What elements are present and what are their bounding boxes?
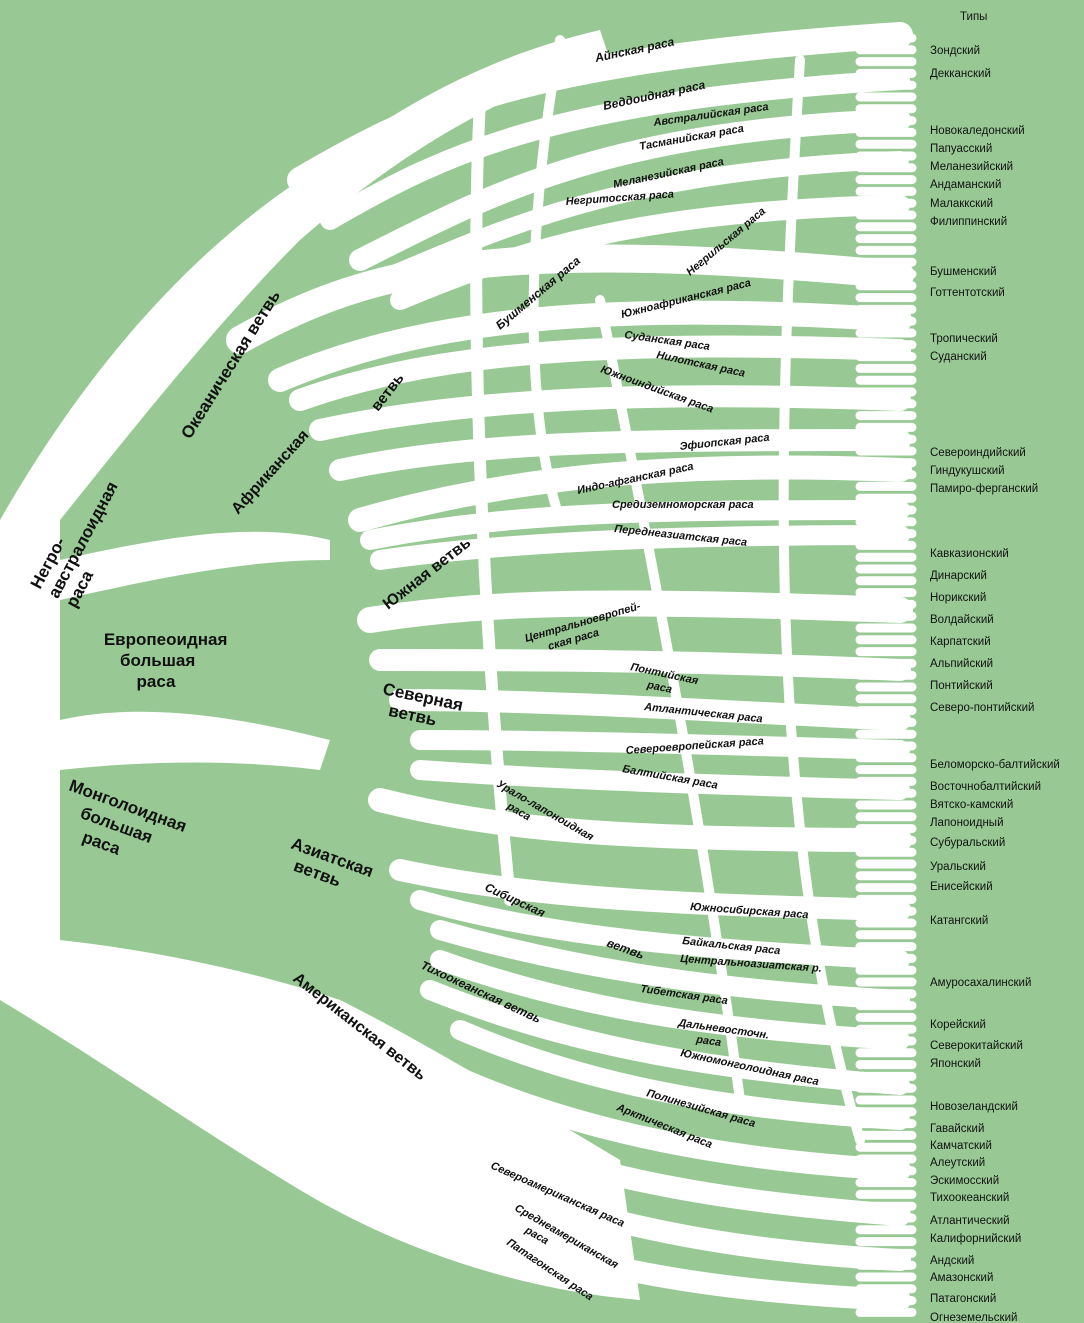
type-label: Камчатский <box>930 1140 992 1152</box>
type-label: Малаккский <box>930 198 993 210</box>
type-label: Эскимосский <box>930 1175 999 1187</box>
type-label: Волдайский <box>930 614 994 626</box>
branch-ribbon <box>778 55 865 1145</box>
type-label: Амуросахалинский <box>930 977 1031 989</box>
type-label: Новокаледонский <box>930 125 1025 137</box>
type-label: Папуасский <box>930 143 992 155</box>
type-label: Филиппинский <box>930 216 1007 228</box>
type-label: Северокитайский <box>930 1040 1023 1052</box>
type-label: Беломорско-балтийский <box>930 759 1060 771</box>
type-label: Андский <box>930 1255 974 1267</box>
branch-ribbon <box>410 730 910 760</box>
branch-ribbon <box>320 70 910 230</box>
branch-ribbon <box>528 35 565 525</box>
europe-line-3: раса <box>137 672 177 691</box>
type-label: Патагонский <box>930 1293 996 1305</box>
label-mongol-race-text: Монголоидная большая раса <box>52 776 194 879</box>
race-label-line: раса <box>694 1034 721 1050</box>
type-labels: Типы ЗондскийДекканскийНовокаледонскийПа… <box>930 11 1060 1323</box>
branch-ribbon <box>329 429 911 481</box>
type-label: Кавказионский <box>930 548 1009 560</box>
type-label: Готтентотский <box>930 287 1005 299</box>
branch-ribbon <box>348 455 912 532</box>
branch-ribbon <box>369 649 911 681</box>
type-label: Амазонский <box>930 1272 993 1284</box>
type-label: Гиндукушский <box>930 465 1005 477</box>
type-label: Японский <box>930 1058 981 1070</box>
label-european-race: Европеоидная большая раса <box>104 630 232 691</box>
branch-ribbon <box>410 890 910 970</box>
type-label: Динарский <box>930 570 987 582</box>
race-label-mediterranean: Средиземноморская раса <box>612 499 754 511</box>
type-label: Атлантический <box>930 1215 1010 1227</box>
type-label: Восточнобалтийский <box>930 781 1041 793</box>
branch-ribbon <box>470 94 516 906</box>
type-label: Тихоокеанский <box>930 1192 1009 1204</box>
type-label: Декканский <box>930 68 991 80</box>
types-header: Типы <box>960 11 987 23</box>
type-label: Корейский <box>930 1019 986 1031</box>
type-label: Вятско-камский <box>930 799 1013 811</box>
type-label: Субуральский <box>930 837 1005 849</box>
type-label: Альпийский <box>930 658 993 670</box>
type-label: Норикский <box>930 592 986 604</box>
branch-ribbons <box>226 22 914 1311</box>
type-label: Понтийский <box>930 680 993 692</box>
main-trunk <box>0 30 640 1300</box>
race-label-negrito: Негритосская раса <box>565 188 674 208</box>
label-northern-branch: Северная ветвь <box>377 679 469 735</box>
type-label: Меланезийский <box>930 161 1013 173</box>
type-label: Бушменский <box>930 266 997 278</box>
branch-ribbon <box>450 1020 910 1130</box>
trunk-shapes <box>0 30 640 1300</box>
race-label-line: Негритосская раса <box>565 188 674 208</box>
type-label: Гавайский <box>930 1123 984 1135</box>
branch-ribbon <box>420 980 910 1095</box>
branch-ribbon <box>368 788 912 852</box>
europe-line-1: Европеоидная <box>104 630 228 649</box>
type-ticks <box>855 33 917 1317</box>
type-label: Североиндийский <box>930 447 1026 459</box>
type-label: Памиро-ферганский <box>930 483 1038 495</box>
branch-ribbon <box>360 500 910 550</box>
type-label: Огнеземельский <box>930 1312 1017 1323</box>
race-label-line: раса <box>645 679 673 696</box>
branch-ribbon <box>357 590 913 633</box>
branch-ribbon <box>370 525 910 570</box>
type-label: Алеутский <box>930 1157 985 1169</box>
type-label: Тропический <box>930 333 998 345</box>
type-label: Новозеландский <box>930 1101 1018 1113</box>
type-label: Катангский <box>930 915 988 927</box>
branch-ribbon <box>309 385 911 441</box>
type-label: Енисейский <box>930 881 993 893</box>
branch-ribbon <box>595 295 745 1105</box>
label-african-branch: Африканская <box>228 427 312 518</box>
type-label: Калифорнийский <box>930 1233 1021 1245</box>
race-label-line: Средиземноморская раса <box>612 499 754 511</box>
type-label: Карпатский <box>930 636 991 648</box>
type-label: Андаманский <box>930 179 1001 191</box>
type-label: Лапоноидный <box>930 817 1004 829</box>
branch-ribbon <box>349 109 911 271</box>
type-label: Северо-понтийский <box>930 702 1034 714</box>
type-label: Уральский <box>930 861 986 873</box>
europe-line-2: большая <box>120 651 195 670</box>
type-label: Суданский <box>930 351 987 363</box>
branch-ribbon <box>389 689 911 731</box>
branch-ribbon <box>410 760 910 800</box>
type-label: Зондский <box>930 45 980 57</box>
branch-ribbon <box>389 859 911 921</box>
label-asian-branch: Азиатская ветвь <box>282 834 381 902</box>
